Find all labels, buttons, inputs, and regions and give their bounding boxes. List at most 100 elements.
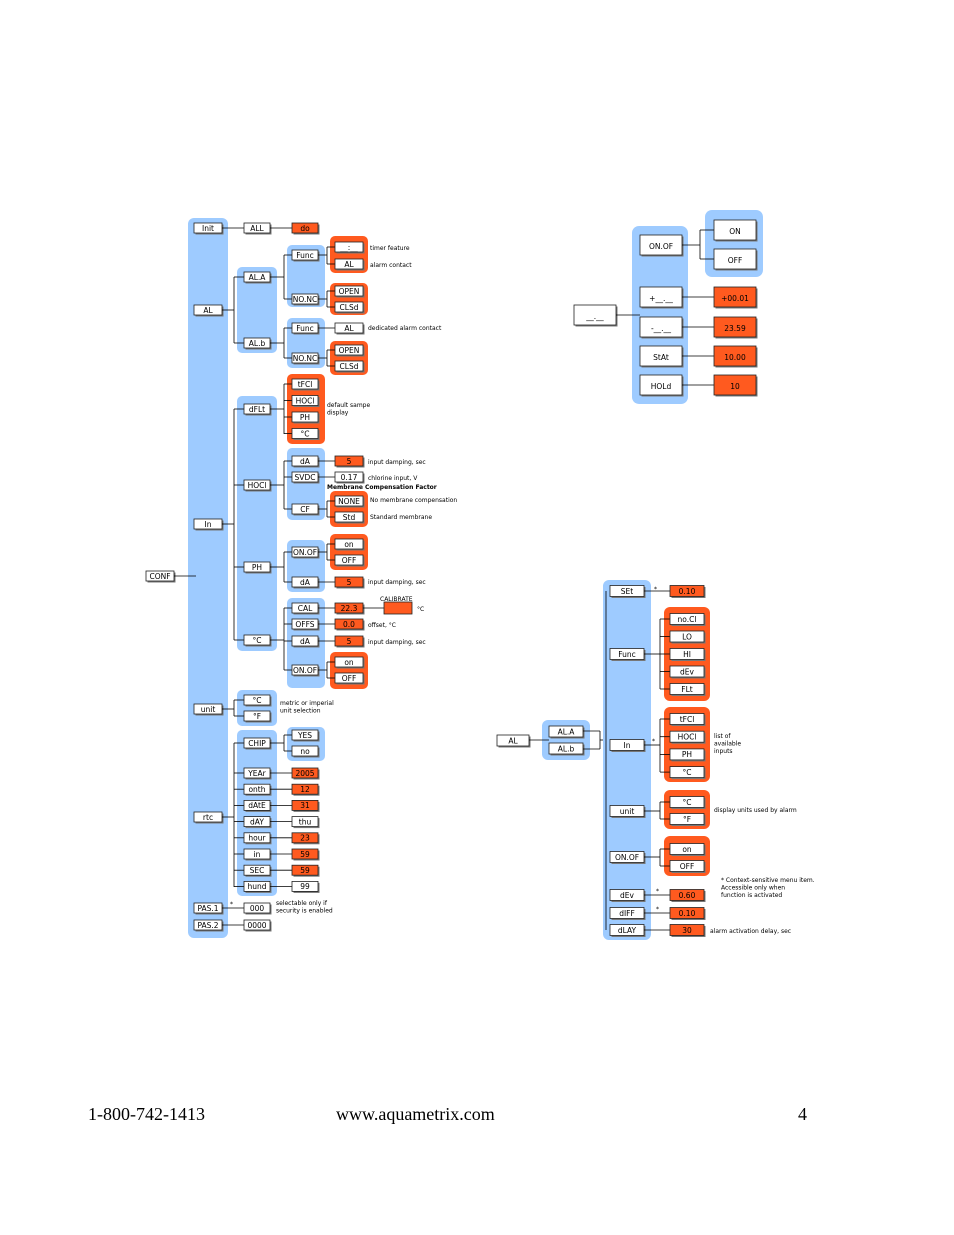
unit-box-label: unit <box>201 705 216 714</box>
alarm-item-box-label: dLAY <box>618 926 637 935</box>
alarm-onof-option-box-label: on <box>682 845 692 854</box>
alarm-func-option-box <box>669 613 705 625</box>
note-security: security is enabled <box>276 908 333 915</box>
alarm-func-option-box <box>669 648 705 660</box>
alarm-b-box-label: AL.b <box>558 744 575 753</box>
note-available-inputs: list of <box>714 733 731 740</box>
al-box-label: AL <box>203 306 213 315</box>
cf-std-box <box>334 511 364 523</box>
cf-none-box <box>334 495 364 507</box>
cf-none-box-label: NONE <box>338 497 360 506</box>
rtc-value-box <box>291 816 319 827</box>
pas2-box-label: PAS.2 <box>197 921 218 930</box>
chip-box-label: CHIP <box>248 739 266 748</box>
timer-item-box-label: StAt <box>653 353 669 362</box>
all-box-label: ALL <box>250 224 264 233</box>
timer-option-box <box>334 241 364 253</box>
alarm-func-option-box <box>669 683 705 695</box>
alarm-in-option-box <box>669 713 705 725</box>
footer-page-number: 4 <box>798 1104 807 1124</box>
alarm-dlay-value-box-label: 30 <box>682 926 692 935</box>
note-unit-selection: unit selection <box>280 708 321 715</box>
pas1-value-box <box>243 902 271 914</box>
rtc-box-label: rtc <box>203 813 213 822</box>
alarm-star: * <box>652 738 655 745</box>
alarm-func-option-box <box>669 665 705 678</box>
panel-background <box>237 396 277 651</box>
rtc-value-box <box>291 800 319 811</box>
alarm-func-option-box <box>669 630 705 643</box>
do-box-label: do <box>300 224 310 233</box>
source-option-box-label: °C <box>301 429 310 438</box>
da-box-label: dA <box>300 457 311 466</box>
alarm-in-option-box-label: HOCl <box>678 733 697 742</box>
open-box-label: OPEN <box>339 287 360 296</box>
ph-da-value-box <box>334 576 364 588</box>
alarm-star: * <box>656 906 659 913</box>
alarm-item-box-label: unit <box>620 807 635 816</box>
hocl-box-label: HOCl <box>248 481 267 490</box>
note-context-sensitive: Accessible only when <box>721 885 785 892</box>
clsd-b-box-label: CLSd <box>340 362 359 371</box>
alarm-dev-value-box-label: 0.60 <box>679 891 696 900</box>
timer-value-box <box>713 374 757 396</box>
timer-option-box-label: __:__ <box>339 243 358 252</box>
alarm-unit-option-box <box>669 796 705 808</box>
timer-value-box <box>713 345 757 367</box>
rtc-field-box-label: dAtE <box>248 801 266 810</box>
rtc-value-box-label: 59 <box>300 850 310 859</box>
temp-da-box-label: dA <box>300 637 311 646</box>
in-box-label: In <box>205 520 212 529</box>
timer-off-box-label: OFF <box>728 256 743 265</box>
rtc-value-box-label: 31 <box>300 801 310 810</box>
cf-box-label: CF <box>300 505 310 514</box>
rtc-value-box <box>291 767 319 779</box>
alarm-diff-value-box-label: 0.10 <box>679 909 696 918</box>
temp-on-box-label: on <box>344 658 354 667</box>
source-option-box <box>291 411 319 423</box>
timer-on-box <box>713 219 757 241</box>
alarm-onof-option-box <box>669 843 705 855</box>
note-context-sensitive: * Context-sensitive menu item. <box>721 877 815 884</box>
note-dedicated-alarm: dedicated alarm contact <box>368 325 442 332</box>
panel-background <box>237 267 277 353</box>
offs-box-label: OFFS <box>295 620 314 629</box>
note-security: selectable only if <box>276 900 328 907</box>
timer-value-box-label: 10.00 <box>724 353 746 362</box>
cf-header: Membrane Compensation Factor <box>327 484 437 491</box>
alarm-item-box-label: ON.OF <box>615 853 639 862</box>
alarm-diff-value-box <box>669 907 705 919</box>
alarm-in-option-box-label: °C <box>683 768 692 777</box>
clsd-box-label: CLSd <box>340 303 359 312</box>
al-b-option-box-label: AL <box>344 324 354 333</box>
timer-item-box-label: +__.__ <box>649 294 673 303</box>
timer-value-box-label: 10 <box>730 382 740 391</box>
ph-off-box <box>334 554 364 566</box>
temp-da-value-box-label: 5 <box>347 637 352 646</box>
al-a-box-label: AL.A <box>249 273 267 282</box>
rtc-value-box-label: thu <box>299 817 312 826</box>
do-box <box>291 222 319 234</box>
alarm-in-option-box <box>669 748 705 761</box>
alarm-func-option-box-label: HI <box>683 650 691 659</box>
note-alarm-delay: alarm activation delay, sec <box>710 928 791 935</box>
note-ph-damping: input damping, sec <box>368 579 426 586</box>
chip-yes-box <box>291 729 319 741</box>
alarm-item-box-label: Func <box>618 650 636 659</box>
ph-on-box-label: on <box>344 540 354 549</box>
timer-root-box-label: __.__ <box>585 312 604 321</box>
unit-f-box <box>243 710 271 722</box>
timer-on-box-label: ON <box>729 227 741 236</box>
alarm-unit-option-box <box>669 813 705 825</box>
unit-c-box <box>243 694 271 706</box>
note-available-inputs: inputs <box>714 748 733 755</box>
note-standard-membrane: Standard membrane <box>370 514 432 521</box>
note-context-sensitive: function is activated <box>721 892 782 899</box>
open-b-box-label: OPEN <box>339 346 360 355</box>
ph-onof-box-label: ON.OF <box>293 548 317 557</box>
alarm-in-option-box-label: tFCl <box>680 715 695 724</box>
note-alarm-contact: alarm contact <box>370 262 412 269</box>
al-b-option-box <box>334 322 364 334</box>
temp-onof-box-label: ON.OF <box>293 666 317 675</box>
